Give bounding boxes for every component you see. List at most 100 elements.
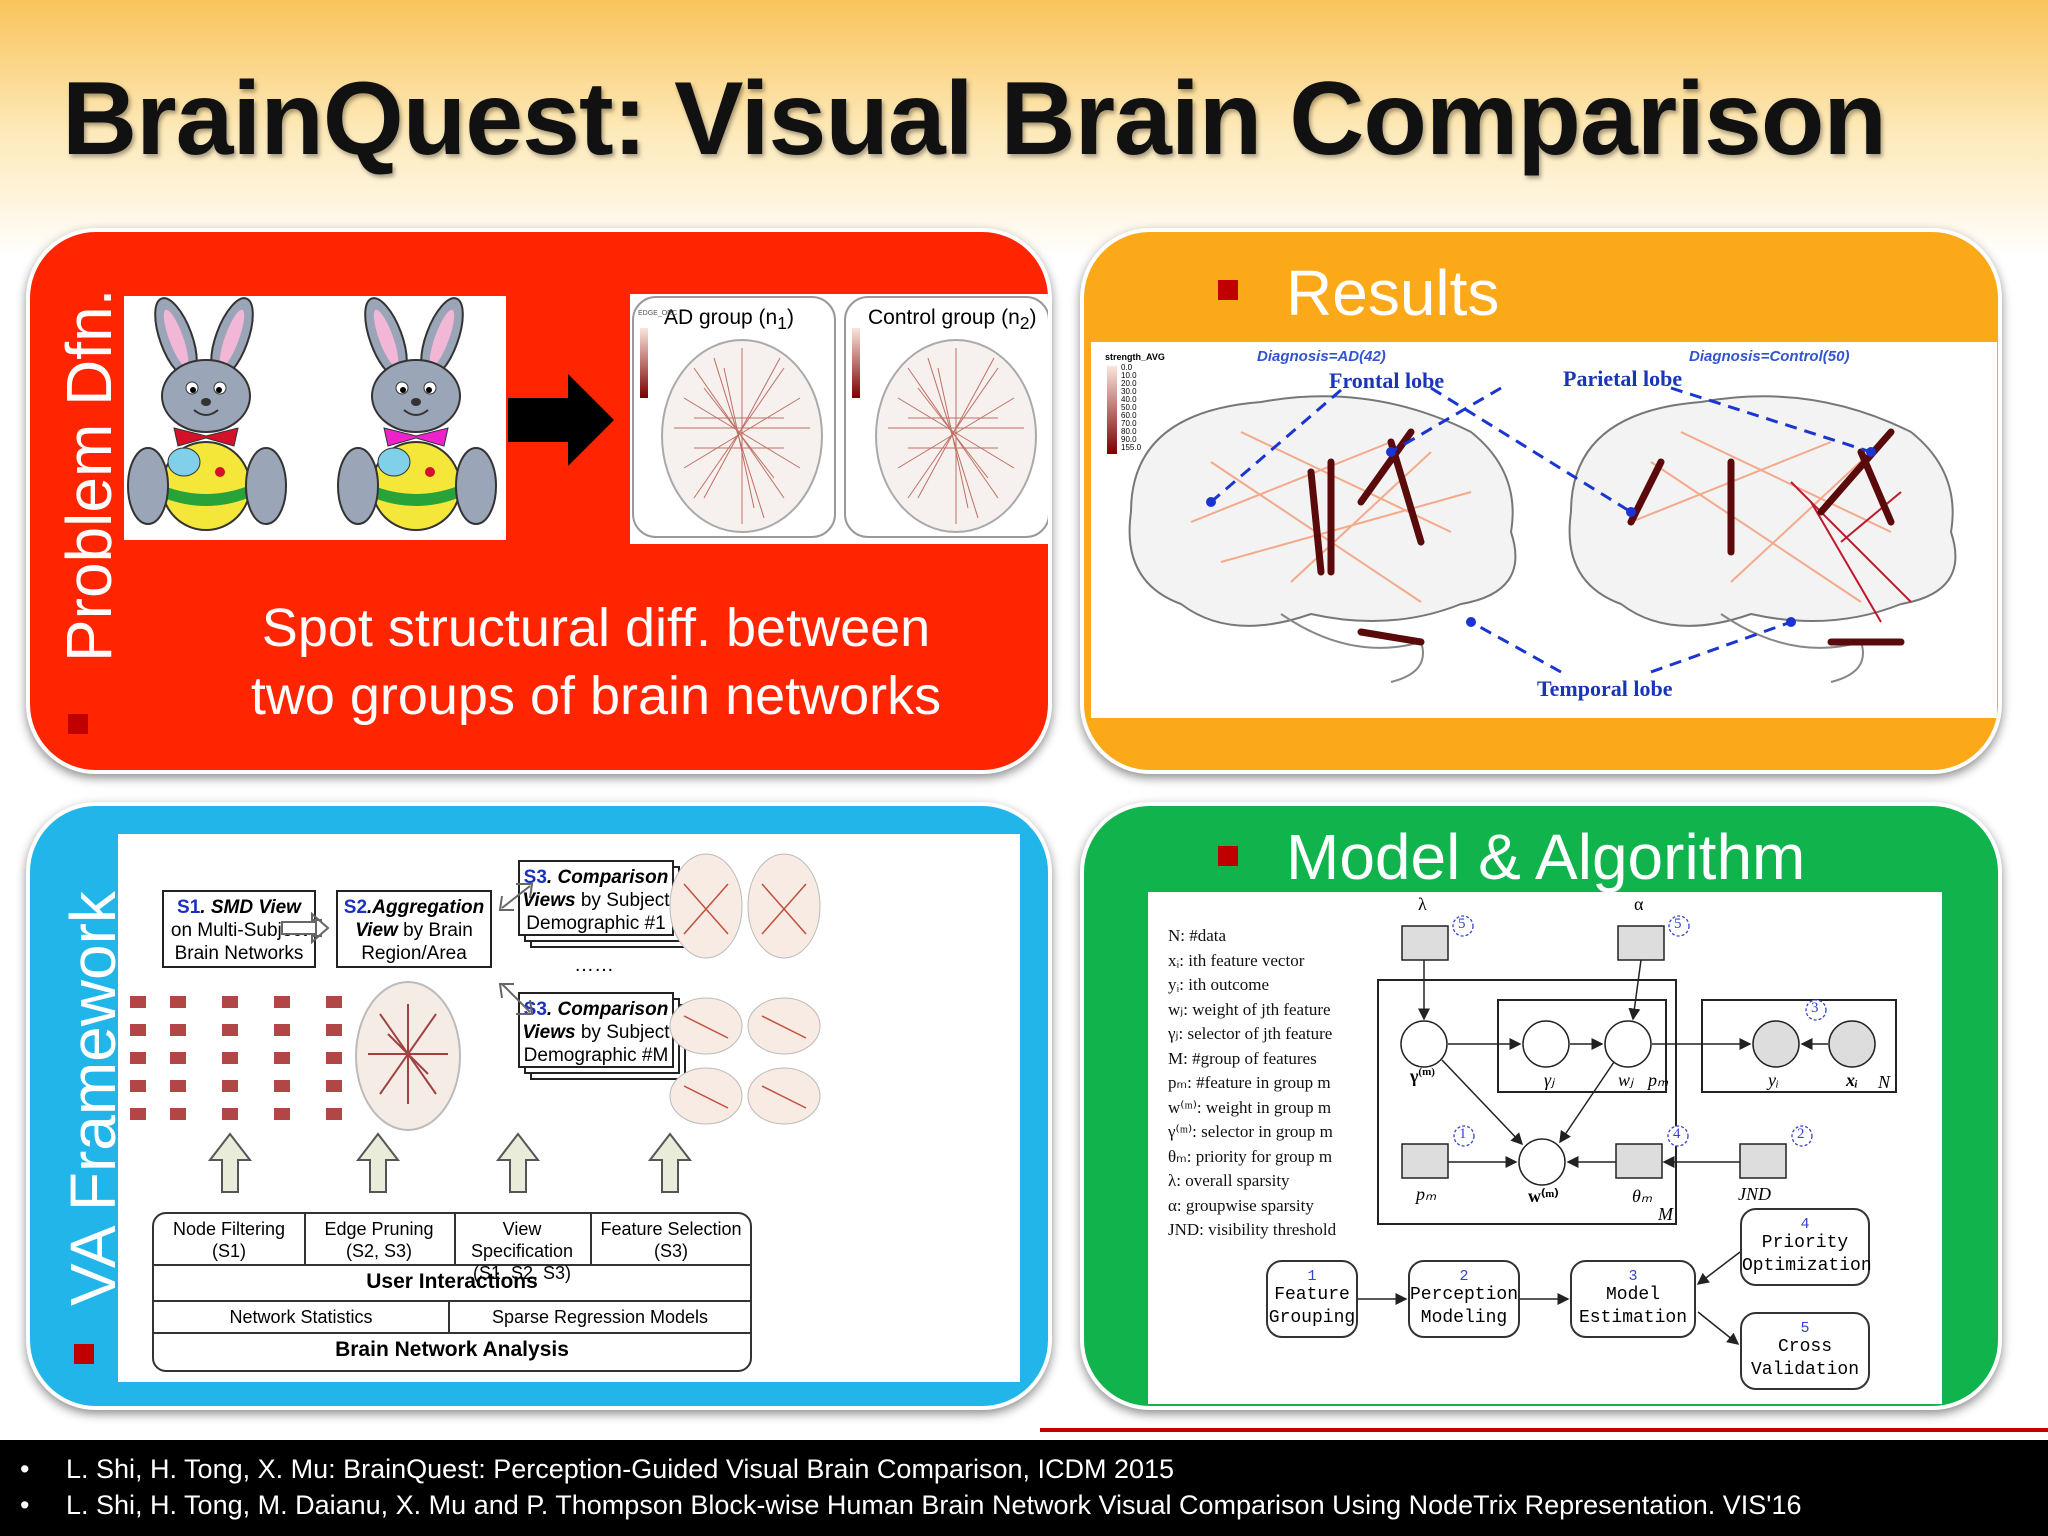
parietal-lobe-label: Parietal lobe <box>1563 366 1683 391</box>
s1-line2: Brain Networks <box>174 943 304 964</box>
legend-tick: 155.0 <box>1121 443 1142 452</box>
legend-tick: 70.0 <box>1121 419 1137 428</box>
s1-tag: S1 <box>177 897 201 918</box>
legend-tick: 80.0 <box>1121 427 1137 436</box>
brain-network-analysis-label: Brain Network Analysis <box>335 1338 569 1361</box>
legend-title: strength_AVG <box>1105 352 1165 362</box>
s3a-tag: S3 <box>523 867 547 888</box>
s3-ellipsis: …… <box>574 954 614 976</box>
s3b-line1-bold: Views <box>522 1022 576 1043</box>
sparse-regression-label: Sparse Regression Models <box>491 1307 709 1327</box>
legend-tick: 10.0 <box>1121 371 1137 380</box>
va-framework-panel: VA Framework S1. SMD View on Multi-Subje… <box>26 802 1052 1410</box>
node-number-2: 2 <box>1797 1126 1805 1142</box>
w-j-label: wⱼ <box>1618 1070 1634 1090</box>
bullet-marker <box>1218 280 1238 300</box>
footer-rule <box>1040 1428 2048 1432</box>
legend-colorbar <box>1107 366 1117 454</box>
s3b-title: . Comparison <box>546 999 669 1020</box>
N-plate-label: N <box>1878 1072 1891 1092</box>
s3a-line1-bold: Views <box>522 890 576 911</box>
problem-description: Spot structural diff. between two groups… <box>216 594 976 730</box>
w-m-label: w⁽ᵐ⁾ <box>1528 1186 1559 1206</box>
s1-title: . SMD View <box>200 897 301 918</box>
node-number-5b: 5 <box>1674 916 1682 932</box>
problem-side-title: Problem Dfn. <box>53 288 125 662</box>
bullet-marker <box>1218 846 1238 866</box>
y-i-label: yᵢ <box>1768 1070 1779 1090</box>
interaction-node-filtering: Node Filtering(S1) <box>172 1219 286 1261</box>
s3b-line1: by Subject <box>575 1022 670 1043</box>
reference-1: •L. Shi, H. Tong, X. Mu: BrainQuest: Per… <box>20 1454 1175 1484</box>
legend-tick: 20.0 <box>1121 379 1137 388</box>
interaction-view-specification: View Specification(S1, S2, S3) <box>470 1219 574 1283</box>
s2-tag: S2 <box>343 897 368 918</box>
s2-title: .Aggregation <box>367 897 485 918</box>
legend-tick: 0.0 <box>1121 363 1133 372</box>
theta-m-label: θₘ <box>1632 1186 1653 1206</box>
gamma-j-label: γⱼ <box>1544 1070 1555 1090</box>
edge-legend-label: EDGE_ORC <box>638 310 678 317</box>
legend-tick: 40.0 <box>1121 395 1137 404</box>
control-group-card: Control group (n2) <box>844 296 1048 538</box>
node-number-5a: 5 <box>1458 916 1466 932</box>
control-group-label: Control group (n <box>868 306 1020 329</box>
ad-group-card: AD group (n1) EDGE_ORC <box>632 296 836 538</box>
interaction-table: Node Filtering(S1) Edge Pruning(S2, S3) … <box>152 1212 752 1372</box>
bunnies-image <box>124 296 506 540</box>
s3a-title: . Comparison <box>546 867 669 888</box>
temporal-lobe-label: Temporal lobe <box>1537 676 1673 701</box>
bullet-marker <box>68 714 88 734</box>
group-comparison-figure: AD group (n1) EDGE_ORC Control group (n2… <box>630 294 1048 544</box>
va-framework-diagram: S1. SMD View on Multi-Subject Brain Netw… <box>118 834 1020 1382</box>
diagnosis-ad-label: Diagnosis=AD(42) <box>1257 348 1386 365</box>
reference-2: •L. Shi, H. Tong, M. Daianu, X. Mu and P… <box>20 1490 1802 1520</box>
s3b-line2: Demographic #M <box>523 1045 669 1066</box>
s3a-line1: by Subject <box>575 890 670 911</box>
x-i-label: xᵢ <box>1846 1070 1859 1090</box>
ad-group-label: AD group (n <box>664 306 778 329</box>
s2-aggregation-box: S2.Aggregation View by Brain Region/Area <box>336 890 492 968</box>
control-group-subscript: 2 <box>1019 313 1030 334</box>
node-number-1: 1 <box>1459 1126 1467 1142</box>
s1-line1: on Multi-Subject <box>170 920 308 941</box>
graphical-model <box>1377 915 1897 1225</box>
s3-comparison-box-m: S3. Comparison Views by Subject Demograp… <box>518 992 674 1068</box>
p-m-label: pₘ <box>1416 1184 1437 1204</box>
ad-brain-network <box>640 328 823 533</box>
s2-line2: Region/Area <box>361 943 467 964</box>
jnd-label: JND <box>1738 1184 1771 1204</box>
gamma-m-label: γ(m) <box>1410 1066 1435 1086</box>
problem-text-line2: two groups of brain networks <box>250 666 942 726</box>
user-interactions-label: User Interactions <box>366 1270 538 1293</box>
interaction-feature-selection: Feature Selection(S3) <box>600 1219 742 1261</box>
diagnosis-control-label: Diagnosis=Control(50) <box>1689 348 1850 365</box>
node-number-4: 4 <box>1673 1126 1681 1142</box>
M-plate-label: M <box>1658 1204 1673 1224</box>
legend-tick: 30.0 <box>1121 387 1137 396</box>
slide-title: BrainQuest: Visual Brain Comparison <box>62 61 1887 177</box>
bullet-marker <box>74 1344 94 1364</box>
interaction-edge-pruning: Edge Pruning(S2, S3) <box>324 1219 434 1261</box>
brain-lateral-views <box>1128 386 1957 683</box>
network-statistics-label: Network Statistics <box>229 1307 373 1327</box>
black-arrow-icon <box>508 374 614 466</box>
footer-references: •L. Shi, H. Tong, X. Mu: BrainQuest: Per… <box>0 1440 2048 1536</box>
s2-line1: by Brain <box>397 920 473 941</box>
alpha-label: α <box>1634 894 1644 914</box>
ad-group-subscript: 1 <box>777 313 787 334</box>
s1-smd-view-box: S1. SMD View on Multi-Subject Brain Netw… <box>162 890 316 968</box>
problem-text-line1: Spot structural diff. between <box>261 598 931 658</box>
bunnies-illustration <box>127 297 497 531</box>
problem-panel: Problem Dfn. <box>26 228 1052 774</box>
legend-tick: 60.0 <box>1121 411 1137 420</box>
va-connectors <box>130 853 821 1193</box>
